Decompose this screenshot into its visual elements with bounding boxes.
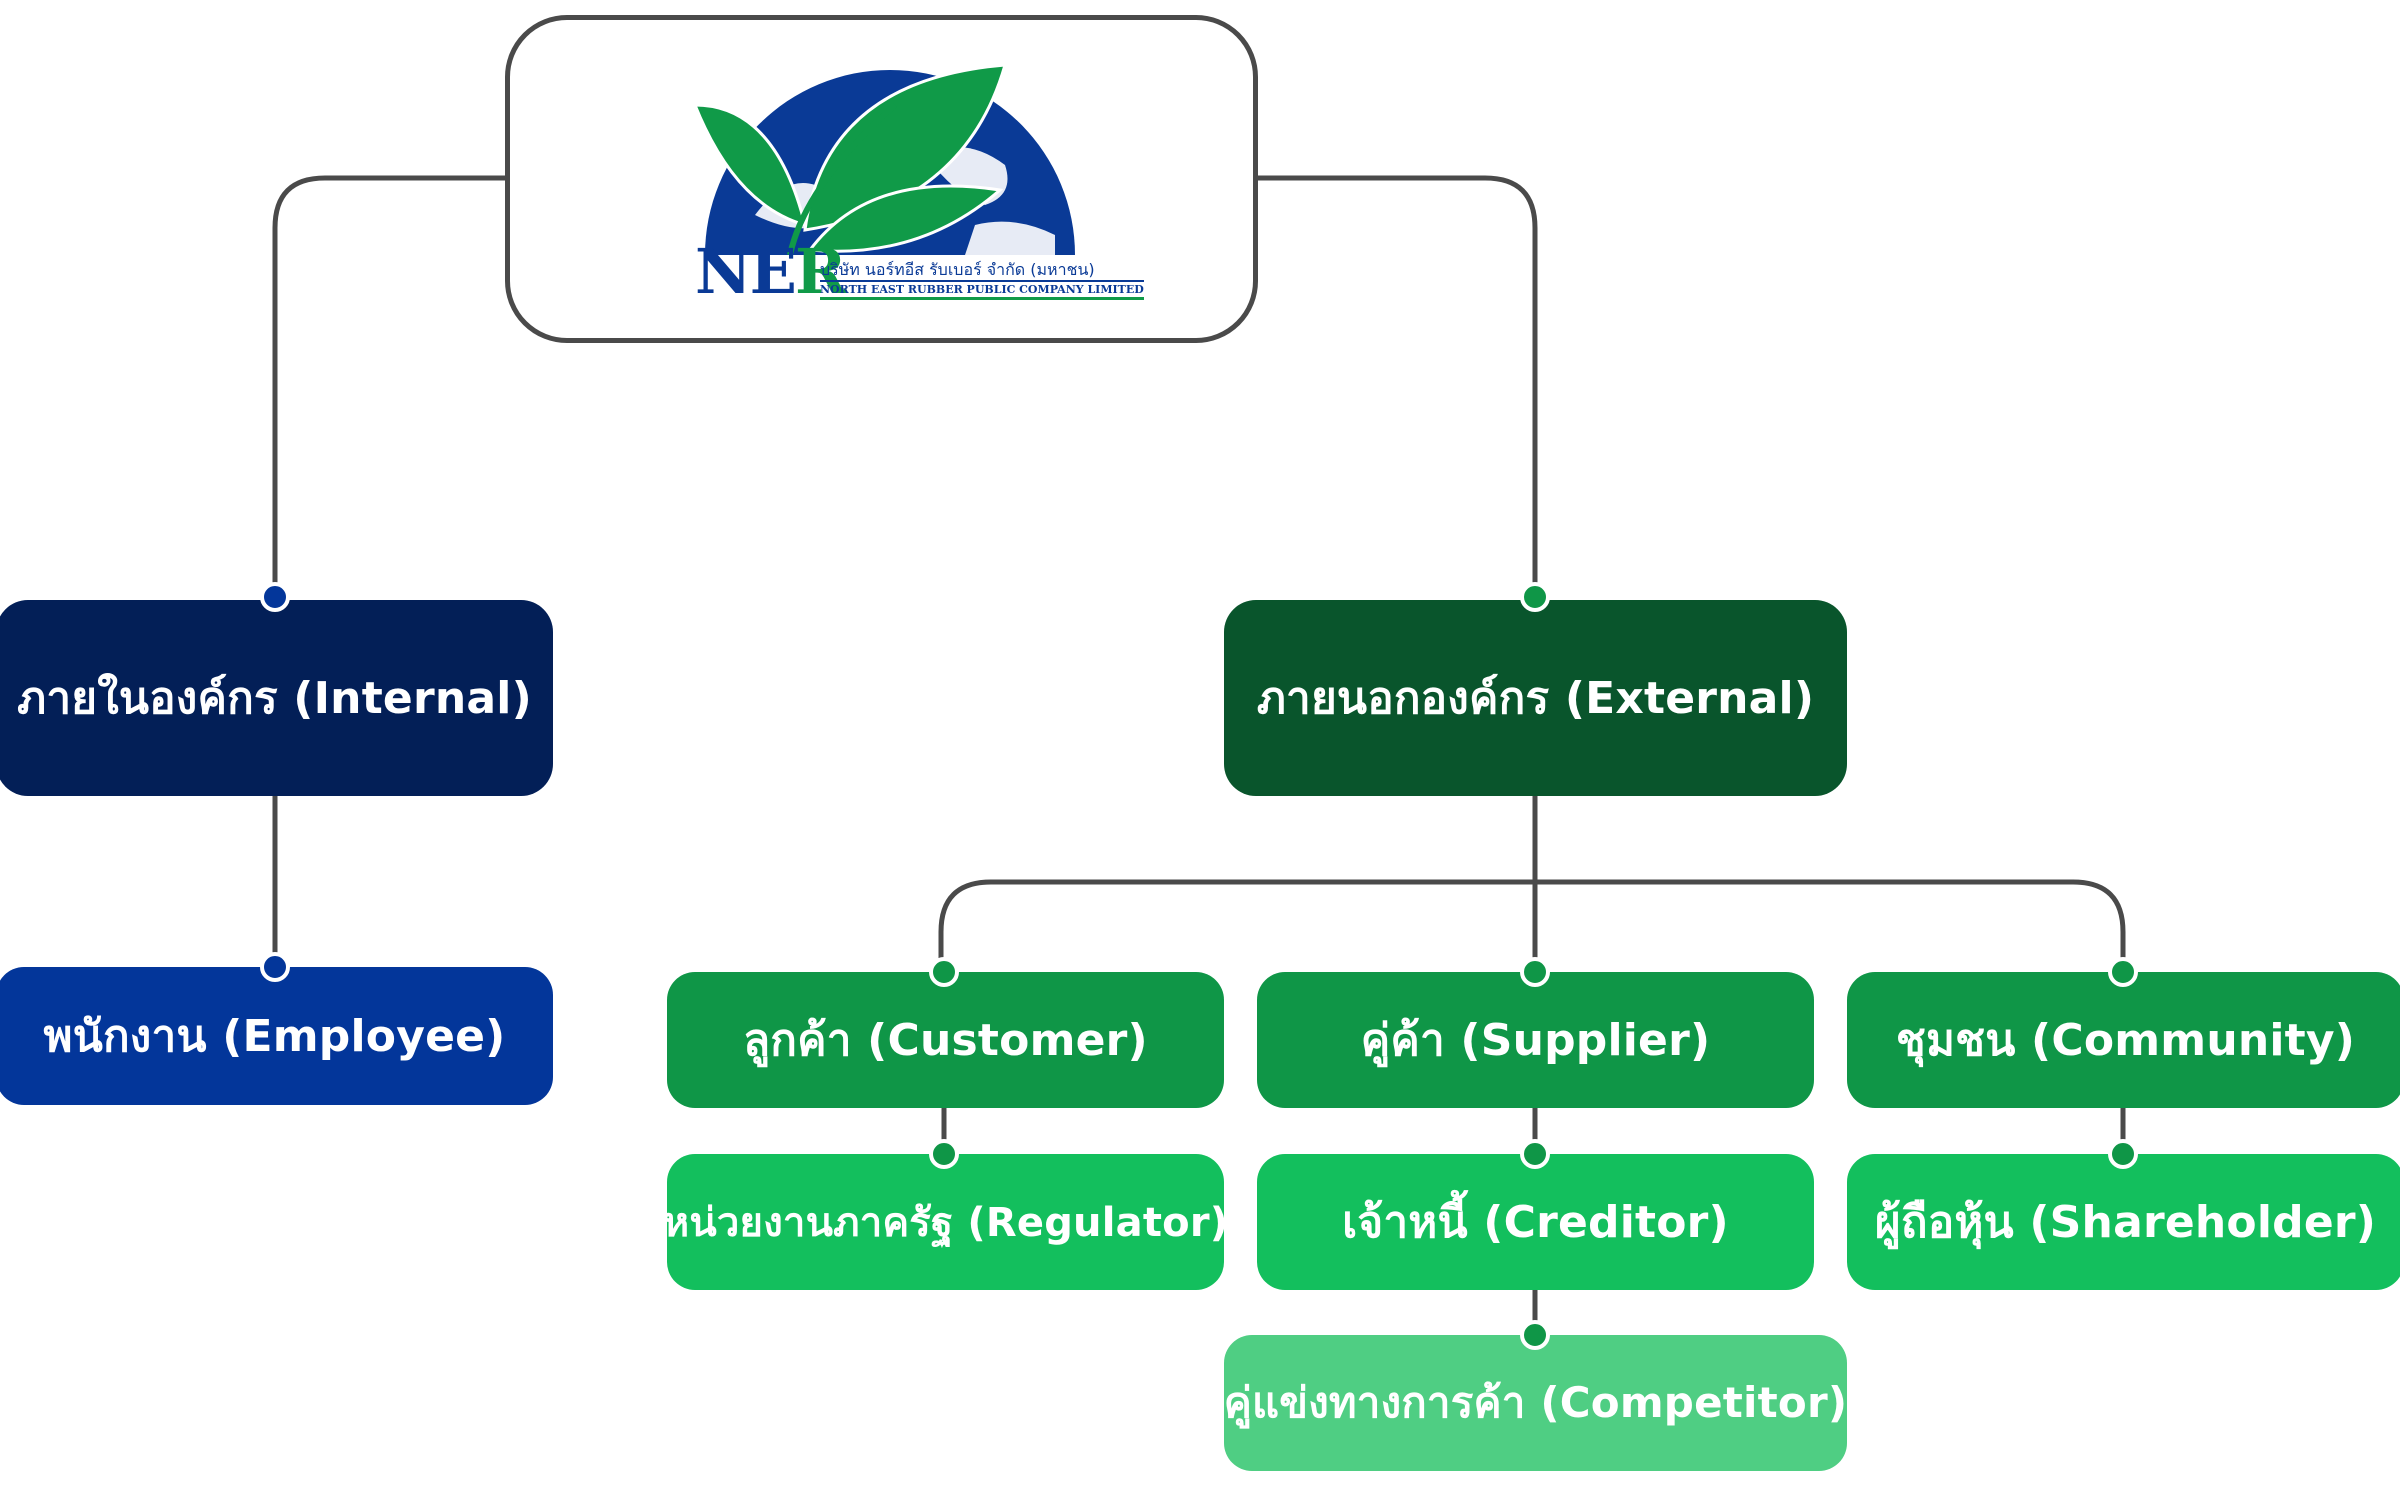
connector-dot-shareholder	[2108, 1139, 2138, 1169]
connector-dot-customer	[929, 957, 959, 987]
node-external-label: ภายนอกองค์กร (External)	[1256, 673, 1815, 724]
connector-dot-external	[1520, 582, 1550, 612]
connector-root-to-external	[1258, 175, 1538, 597]
connector-dot-employee	[260, 952, 290, 982]
node-competitor: คู่แข่งทางการค้า (Competitor)	[1224, 1335, 1847, 1471]
root-node-company-logo: NER บริษัท นอร์ทอีส รับเบอร์ จำกัด (มหาช…	[505, 15, 1258, 343]
logo-company-name-thai: บริษัท นอร์ทอีส รับเบอร์ จำกัด (มหาชน)	[820, 260, 1095, 279]
globe-with-leaves-icon	[695, 65, 1075, 256]
node-internal: ภายในองค์กร (Internal)	[0, 600, 553, 796]
node-supplier: คู่ค้า (Supplier)	[1257, 972, 1814, 1108]
node-supplier-label: คู่ค้า (Supplier)	[1360, 1015, 1711, 1066]
connector-dot-internal	[260, 582, 290, 612]
node-shareholder-label: ผู้ถือหุ้น (Shareholder)	[1874, 1197, 2377, 1248]
connector-dot-regulator	[929, 1139, 959, 1169]
node-employee-label: พนักงาน (Employee)	[43, 1011, 506, 1062]
node-community-label: ชุมชน (Community)	[1895, 1015, 2356, 1066]
connector-root-to-internal	[272, 175, 505, 597]
connector-dot-competitor	[1520, 1320, 1550, 1350]
node-external: ภายนอกองค์กร (External)	[1224, 600, 1847, 796]
connector-dot-supplier	[1520, 957, 1550, 987]
connector-dot-community	[2108, 957, 2138, 987]
node-creditor: เจ้าหนี้ (Creditor)	[1257, 1154, 1814, 1290]
node-regulator: หน่วยงานภาครัฐ (Regulator)	[663, 1154, 1228, 1290]
logo-wordmark: NER	[695, 235, 846, 308]
node-employee: พนักงาน (Employee)	[0, 967, 553, 1105]
node-shareholder: ผู้ถือหุ้น (Shareholder)	[1847, 1154, 2400, 1290]
node-community: ชุมชน (Community)	[1847, 972, 2400, 1108]
connector-dot-creditor	[1520, 1139, 1550, 1169]
node-customer-label: ลูกค้า (Customer)	[743, 1015, 1148, 1066]
node-competitor-label: คู่แข่งทางการค้า (Competitor)	[1223, 1378, 1848, 1427]
logo-company-name-english: NORTH EAST RUBBER PUBLIC COMPANY LIMITED	[820, 280, 1144, 300]
node-regulator-label: หน่วยงานภาครัฐ (Regulator)	[662, 1200, 1229, 1246]
company-logo: NER บริษัท นอร์ทอีส รับเบอร์ จำกัด (มหาช…	[695, 65, 1144, 308]
node-customer: ลูกค้า (Customer)	[667, 972, 1224, 1108]
node-creditor-label: เจ้าหนี้ (Creditor)	[1342, 1197, 1729, 1248]
node-internal-label: ภายในองค์กร (Internal)	[17, 673, 532, 724]
